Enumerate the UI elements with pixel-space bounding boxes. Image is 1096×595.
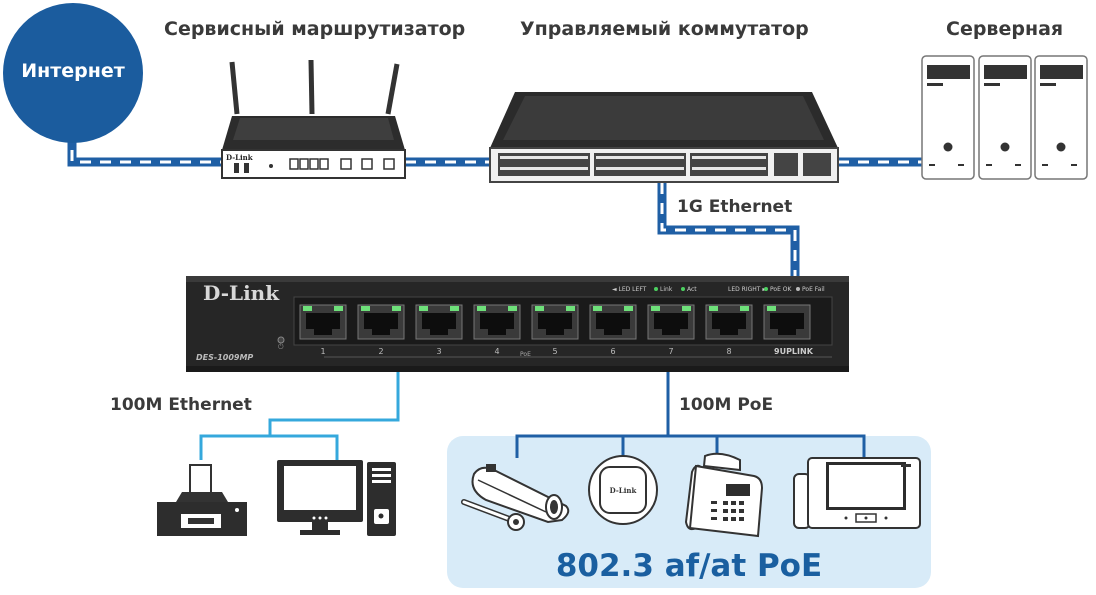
router-brand: D-Link: [226, 153, 253, 162]
port-number-label: 5: [552, 347, 557, 356]
rj45-port-4: [473, 304, 521, 340]
poe-switch-model: DES-1009MP: [196, 353, 253, 362]
poe-mark-label: PoE: [520, 351, 531, 358]
rj45-port-1: [299, 304, 347, 340]
rj45-port-3: [415, 304, 463, 340]
server-1: [921, 55, 975, 180]
wireless-access-point: D-Link: [588, 455, 658, 525]
led-poe-fail-label: PoE Fail: [802, 286, 825, 293]
video-intercom-monitor: [793, 457, 921, 529]
internet-cloud: [3, 3, 143, 143]
uplink-port-label: 9UPLINK: [774, 347, 814, 356]
server-2: [978, 55, 1032, 180]
rj45-port-7: [647, 304, 695, 340]
rj45-port-2: [357, 304, 405, 340]
managed-switch-label: Управляемый коммутатор: [520, 18, 809, 40]
ip-phone: [684, 452, 764, 538]
ethernet-100m-cables: [199, 368, 400, 460]
led-poe-ok-label: PoE OK: [770, 286, 792, 293]
led-left-label: ◄ LED LEFT: [612, 286, 647, 293]
port-number-label: 1: [320, 347, 325, 356]
server-room: [921, 55, 1088, 180]
desktop-computer: [277, 460, 396, 536]
access-point-brand: D-Link: [610, 486, 637, 495]
port-number-label: 3: [436, 347, 441, 356]
ethernet-100m-label: 100M Ethernet: [110, 395, 252, 415]
port-number-label: 8: [726, 347, 731, 356]
svg-text:⏻: ⏻: [278, 343, 284, 351]
rj45-port-8: [705, 304, 753, 340]
rj45-port-uplink: [763, 304, 811, 340]
service-router-label: Сервисный маршрутизатор: [164, 18, 466, 40]
port-number-label: 6: [610, 347, 615, 356]
poe-switch: D-Link DES-1009MP ◄ LED LEFT Link Act LE…: [186, 276, 849, 372]
port-number-label: 7: [668, 347, 673, 356]
service-router: D-Link: [221, 59, 406, 179]
led-act-label: Act: [687, 286, 697, 293]
backbone-cables: [67, 110, 922, 282]
server-3: [1034, 55, 1088, 180]
poe-switch-brand: D-Link: [203, 281, 280, 305]
led-right-label: LED RIGHT ►: [728, 286, 767, 293]
ip-camera: [461, 464, 570, 531]
managed-switch: [489, 92, 839, 183]
poe-standard-label: 802.3 af/at PoE: [555, 548, 823, 584]
poe-100m-label: 100M PoE: [679, 395, 774, 415]
rj45-port-6: [589, 304, 637, 340]
uplink-1g-label: 1G Ethernet: [677, 197, 793, 217]
server-room-label: Серверная: [946, 18, 1064, 40]
printer: [157, 464, 247, 536]
poe-switch-ports: 1 2 3 4 5 6 7 8: [299, 304, 811, 356]
port-number-label: 4: [494, 347, 499, 356]
port-number-label: 2: [378, 347, 383, 356]
rj45-port-5: [531, 304, 579, 340]
internet-label: Интернет: [21, 60, 125, 82]
led-link-label: Link: [660, 286, 673, 293]
